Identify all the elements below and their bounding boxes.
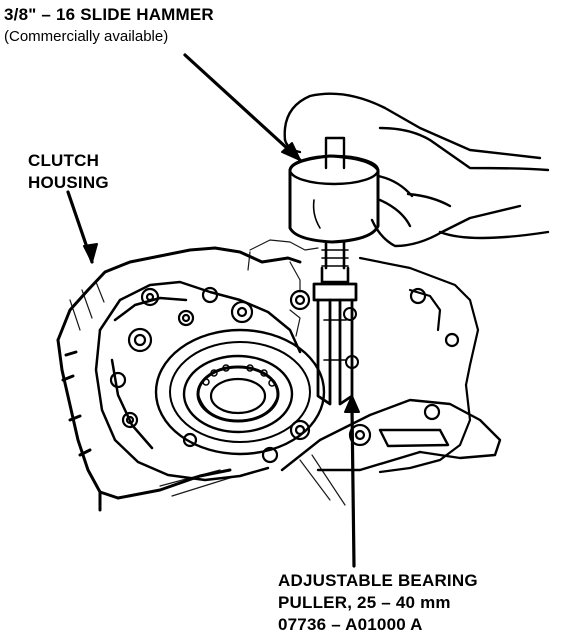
bearing-puller [312,282,359,406]
leader-puller [350,406,356,568]
hand [283,92,550,248]
slide-hammer [288,136,380,284]
arrowhead-puller [344,395,360,413]
puller-label-line2: PULLER, 25 – 40 mm [278,593,451,612]
slide-hammer-title: 3/8" – 16 SLIDE HAMMER [4,5,214,24]
puller-label-line1: ADJUSTABLE BEARING [278,571,478,590]
clutch-housing-label-line2: HOUSING [28,173,109,192]
housing-flange [94,280,302,482]
shift-plate [280,398,502,472]
puller-label-line3: 07736 – A01000 A [278,615,423,634]
clutch-housing-label-line1: CLUTCH [28,151,100,170]
clutch-housing-outline [56,246,302,512]
arrowhead-clutch-housing [83,243,98,263]
slide-hammer-note: (Commercially available) [4,28,169,45]
bearing-assembly [154,328,326,456]
leader-slide-hammer [183,53,302,162]
flange-bolts [109,286,441,464]
arrowhead-slide-hammer [281,142,301,161]
case-body [69,239,346,506]
case-right-edge [358,256,480,474]
